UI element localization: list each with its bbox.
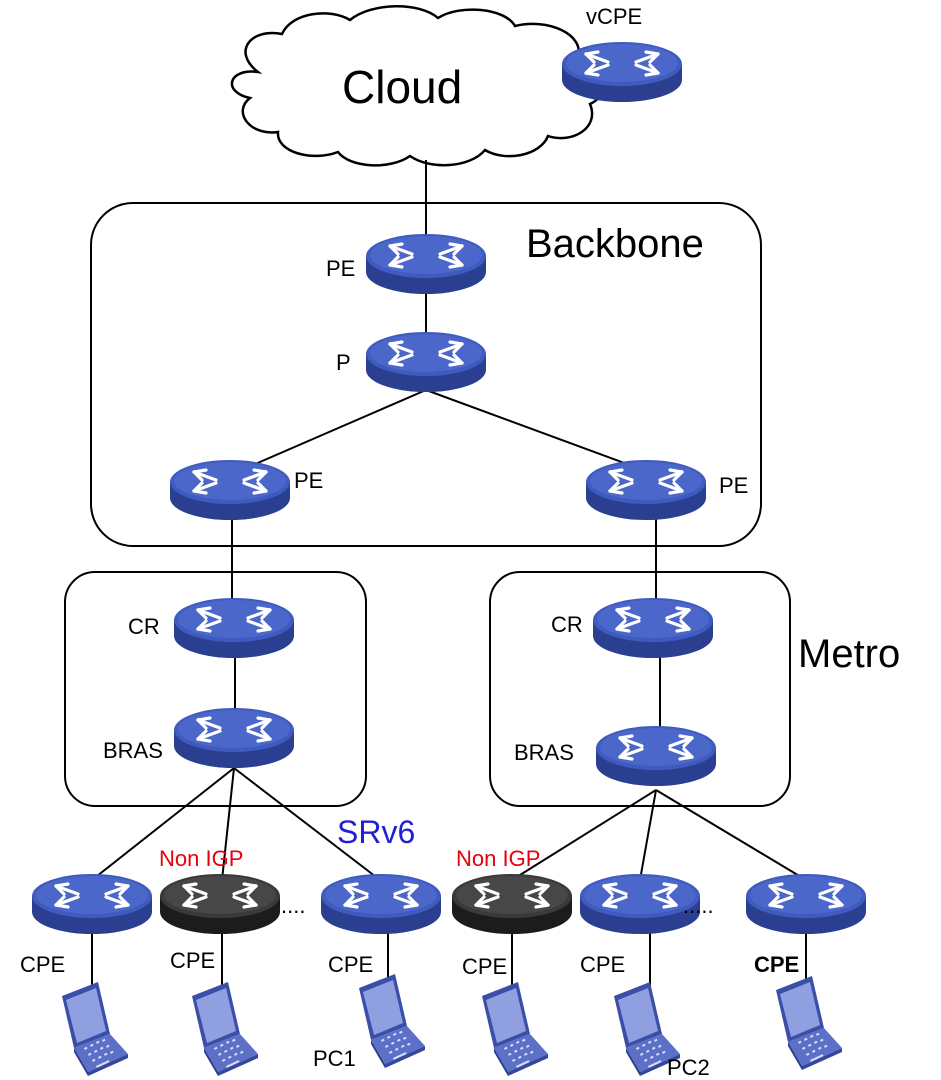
link-p-pe-right [425,389,658,476]
cpe1-router [30,872,154,936]
metro-left-cr-label: CR [128,614,160,639]
metro-region-label: Metro [798,632,901,676]
cpe2-non-igp-router [158,872,282,936]
vcpe-label: vCPE [586,4,643,29]
cpe5-router [578,872,702,936]
link-bras-left-cpe3 [233,767,381,881]
cpe2-label: CPE [170,948,216,973]
srv6-label: SRv6 [337,814,416,850]
backbone-p-label: P [336,350,351,375]
metro-left-bras-label: BRAS [103,738,163,763]
backbone-region-label: Backbone [526,222,704,266]
non-igp-right-label: Non IGP [456,846,541,871]
laptop-4-icon [482,982,548,1076]
link-p-pe-left [229,389,427,476]
metro-right-cr-router [591,596,715,660]
backbone-pe-right-router [584,458,708,522]
cpe4-non-igp-router [450,872,574,936]
metro-right-bras-label: BRAS [514,740,574,765]
link-bras-right-cpe6 [655,789,807,881]
metro-left-cr-router [172,596,296,660]
link-bras-right-cpe5 [639,789,657,881]
backbone-pe-top-router [364,232,488,296]
cloud-label: Cloud [342,61,463,113]
link-bras-left-cpe1 [91,767,235,881]
link-bras-right-cpe4 [511,789,657,881]
backbone-pe-top-label: PE [326,256,356,281]
ellipsis-left: .... [281,893,306,918]
non-igp-left-label: Non IGP [159,846,244,871]
cpe1-label: CPE [20,952,66,977]
laptop-1-icon [62,982,128,1076]
metro-left-bras-router [172,706,296,770]
cpe3-label: CPE [328,952,374,977]
laptop-6-icon [776,976,842,1070]
vcpe-router [560,40,684,104]
backbone-pe-left-label: PE [294,468,324,493]
backbone-pe-left-router [168,458,292,522]
cpe6-router [744,872,868,936]
laptop-pc1-icon [359,974,425,1068]
pc2-label: PC2 [667,1055,710,1080]
metro-right-bras-router [594,724,718,788]
metro-right-region [489,571,791,807]
metro-right-cr-label: CR [551,612,583,637]
backbone-pe-right-label: PE [719,473,749,498]
backbone-p-router [364,330,488,394]
link-bras-left-cpe2 [221,767,235,881]
cloud-shape [230,5,606,167]
cpe5-label: CPE [580,952,626,977]
cpe3-srv6-router [319,872,443,936]
pc1-label: PC1 [313,1046,356,1071]
ellipsis-right: ..... [683,893,714,918]
cpe4-label: CPE [462,954,508,979]
metro-left-region [64,571,367,807]
cpe6-label: CPE [754,952,800,977]
laptop-2-icon [192,982,258,1076]
